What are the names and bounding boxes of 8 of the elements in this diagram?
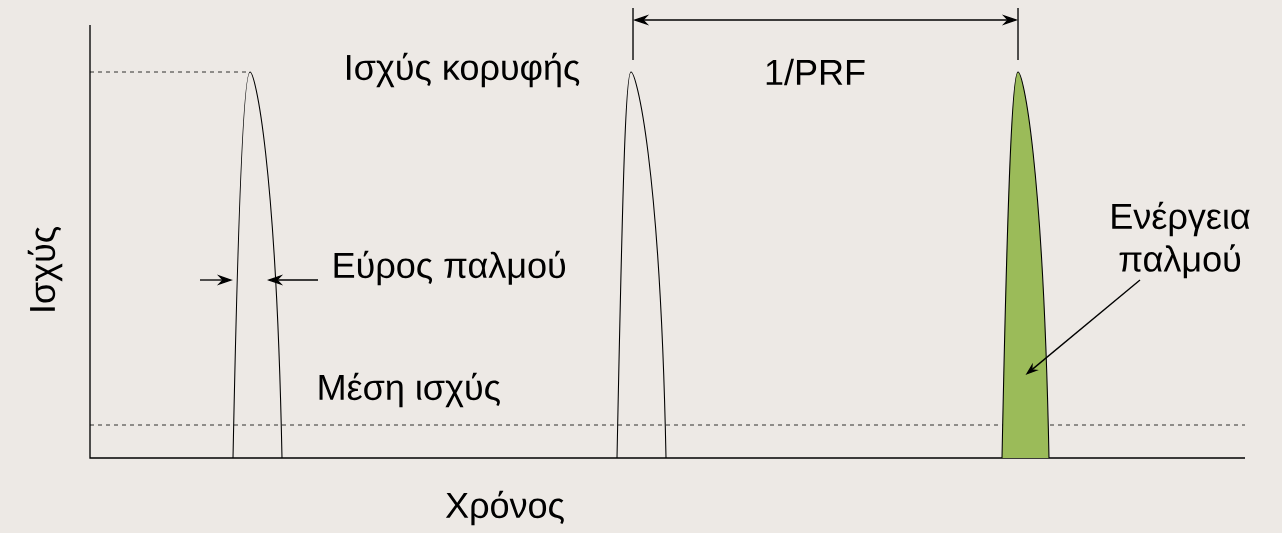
- axis-label: Χρόνος: [445, 490, 564, 526]
- pulse: [1001, 71, 1050, 459]
- text-label: Ενέργεια παλμού: [1112, 201, 1250, 279]
- axis-label: Ισχύς: [27, 227, 63, 311]
- dimension-label: Εύρος παλμού: [334, 250, 566, 286]
- dimension-label: 1/PRF: [766, 58, 865, 86]
- line-label: Μέση ισχύς: [319, 372, 500, 408]
- axis-value-label: Ισχύς κορυφής: [347, 52, 580, 88]
